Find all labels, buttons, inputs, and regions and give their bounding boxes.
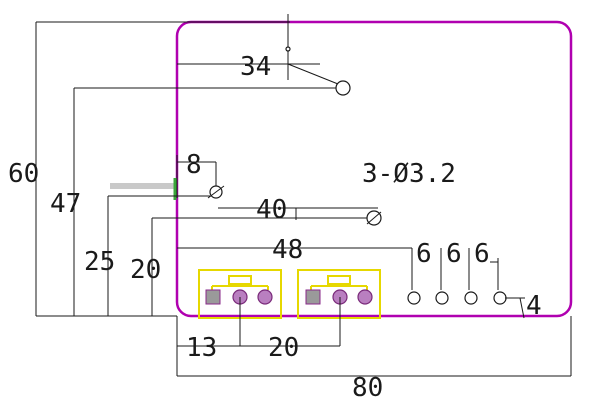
pin-3 [464,291,478,305]
dim-34-leader [287,63,344,87]
dim-6b-label: 6 [446,239,462,269]
hole-right-cross [366,211,382,225]
dim-34-label: 34 [240,52,271,82]
pin-1 [407,291,421,305]
dim-4-leader [519,297,525,319]
dim-60-label: 60 [8,159,39,189]
dim-13-label: 13 [186,333,217,363]
connector-2-pin-3 [357,289,373,305]
connector-2-pin-1 [305,289,321,305]
hole-note-label: 3-Ø3.2 [362,159,456,189]
dim-47-label: 47 [50,189,81,219]
dim-80-label: 80 [352,373,383,403]
connector-1-pin-3 [257,289,273,305]
dim-20-left-label: 20 [130,255,161,285]
connector-1-pin-1 [205,289,221,305]
dim-25-label: 25 [84,247,115,277]
dim-48-label: 48 [272,235,303,265]
hole-left-cross [207,185,225,199]
dim-4-label: 4 [526,291,542,321]
pin-4 [493,291,507,305]
dim-6a-label: 6 [416,239,432,269]
connector-2-latch [327,275,351,285]
mounting-hole-top [335,80,351,96]
dim-34-marker [285,46,291,52]
dim-20-bottom-label: 20 [268,333,299,363]
dim-8-label: 8 [186,150,202,180]
dim-40-label: 40 [256,195,287,225]
connector-2-outline [297,269,381,319]
pin-2 [435,291,449,305]
connector-1-latch [228,275,252,285]
dim-6c-label: 6 [474,239,490,269]
